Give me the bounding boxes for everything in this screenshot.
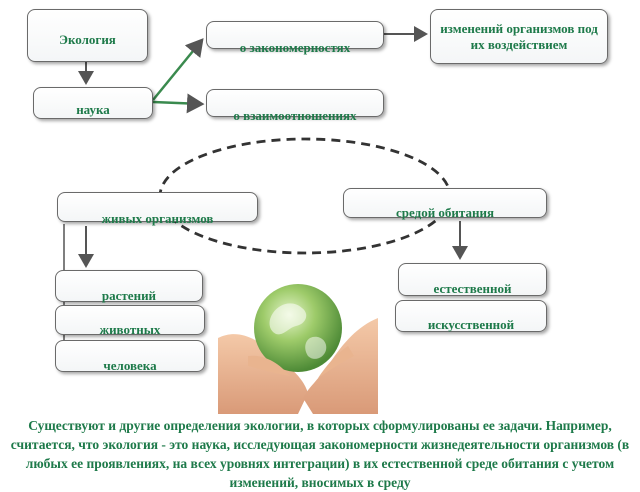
node-human: человека <box>55 340 205 373</box>
caption-text: Существуют и другие определения экологии… <box>10 418 630 490</box>
node-plants-label: растений <box>101 288 157 303</box>
node-plants: растений <box>55 270 203 303</box>
node-ecology: Экология <box>27 9 148 62</box>
node-living-label: живых организмов <box>101 211 214 226</box>
node-relations-label: о взаимоотношениях <box>233 108 357 123</box>
node-animals-label: животных <box>99 322 161 337</box>
node-changes: изменений организмов под их воздействием <box>430 9 608 64</box>
node-habitat-label: средой обитания <box>396 205 494 220</box>
hands-globe-image <box>218 258 378 414</box>
node-science-label: наука <box>76 102 110 117</box>
node-changes-label: изменений организмов под их воздействием <box>440 20 598 52</box>
node-relations: о взаимоотношениях <box>206 89 384 123</box>
node-regularities: о закономерностях <box>206 21 384 55</box>
node-human-label: человека <box>103 358 157 373</box>
arrow-science-relations <box>152 93 205 114</box>
right-hand <box>303 318 378 414</box>
node-habitat: средой обитания <box>343 188 547 220</box>
arrow-science-regularities <box>152 38 204 101</box>
node-animals: животных <box>55 305 205 337</box>
node-ecology-label: Экология <box>59 32 116 47</box>
left-hand <box>218 334 308 414</box>
node-science: наука <box>33 87 153 119</box>
node-artificial-label: искусственной <box>427 317 515 332</box>
node-regularities-label: о закономерностях <box>239 40 351 55</box>
node-natural: естественной <box>398 263 547 296</box>
node-artificial: искусственной <box>395 300 547 332</box>
node-living: живых организмов <box>57 192 258 226</box>
node-natural-label: естественной <box>433 281 512 296</box>
